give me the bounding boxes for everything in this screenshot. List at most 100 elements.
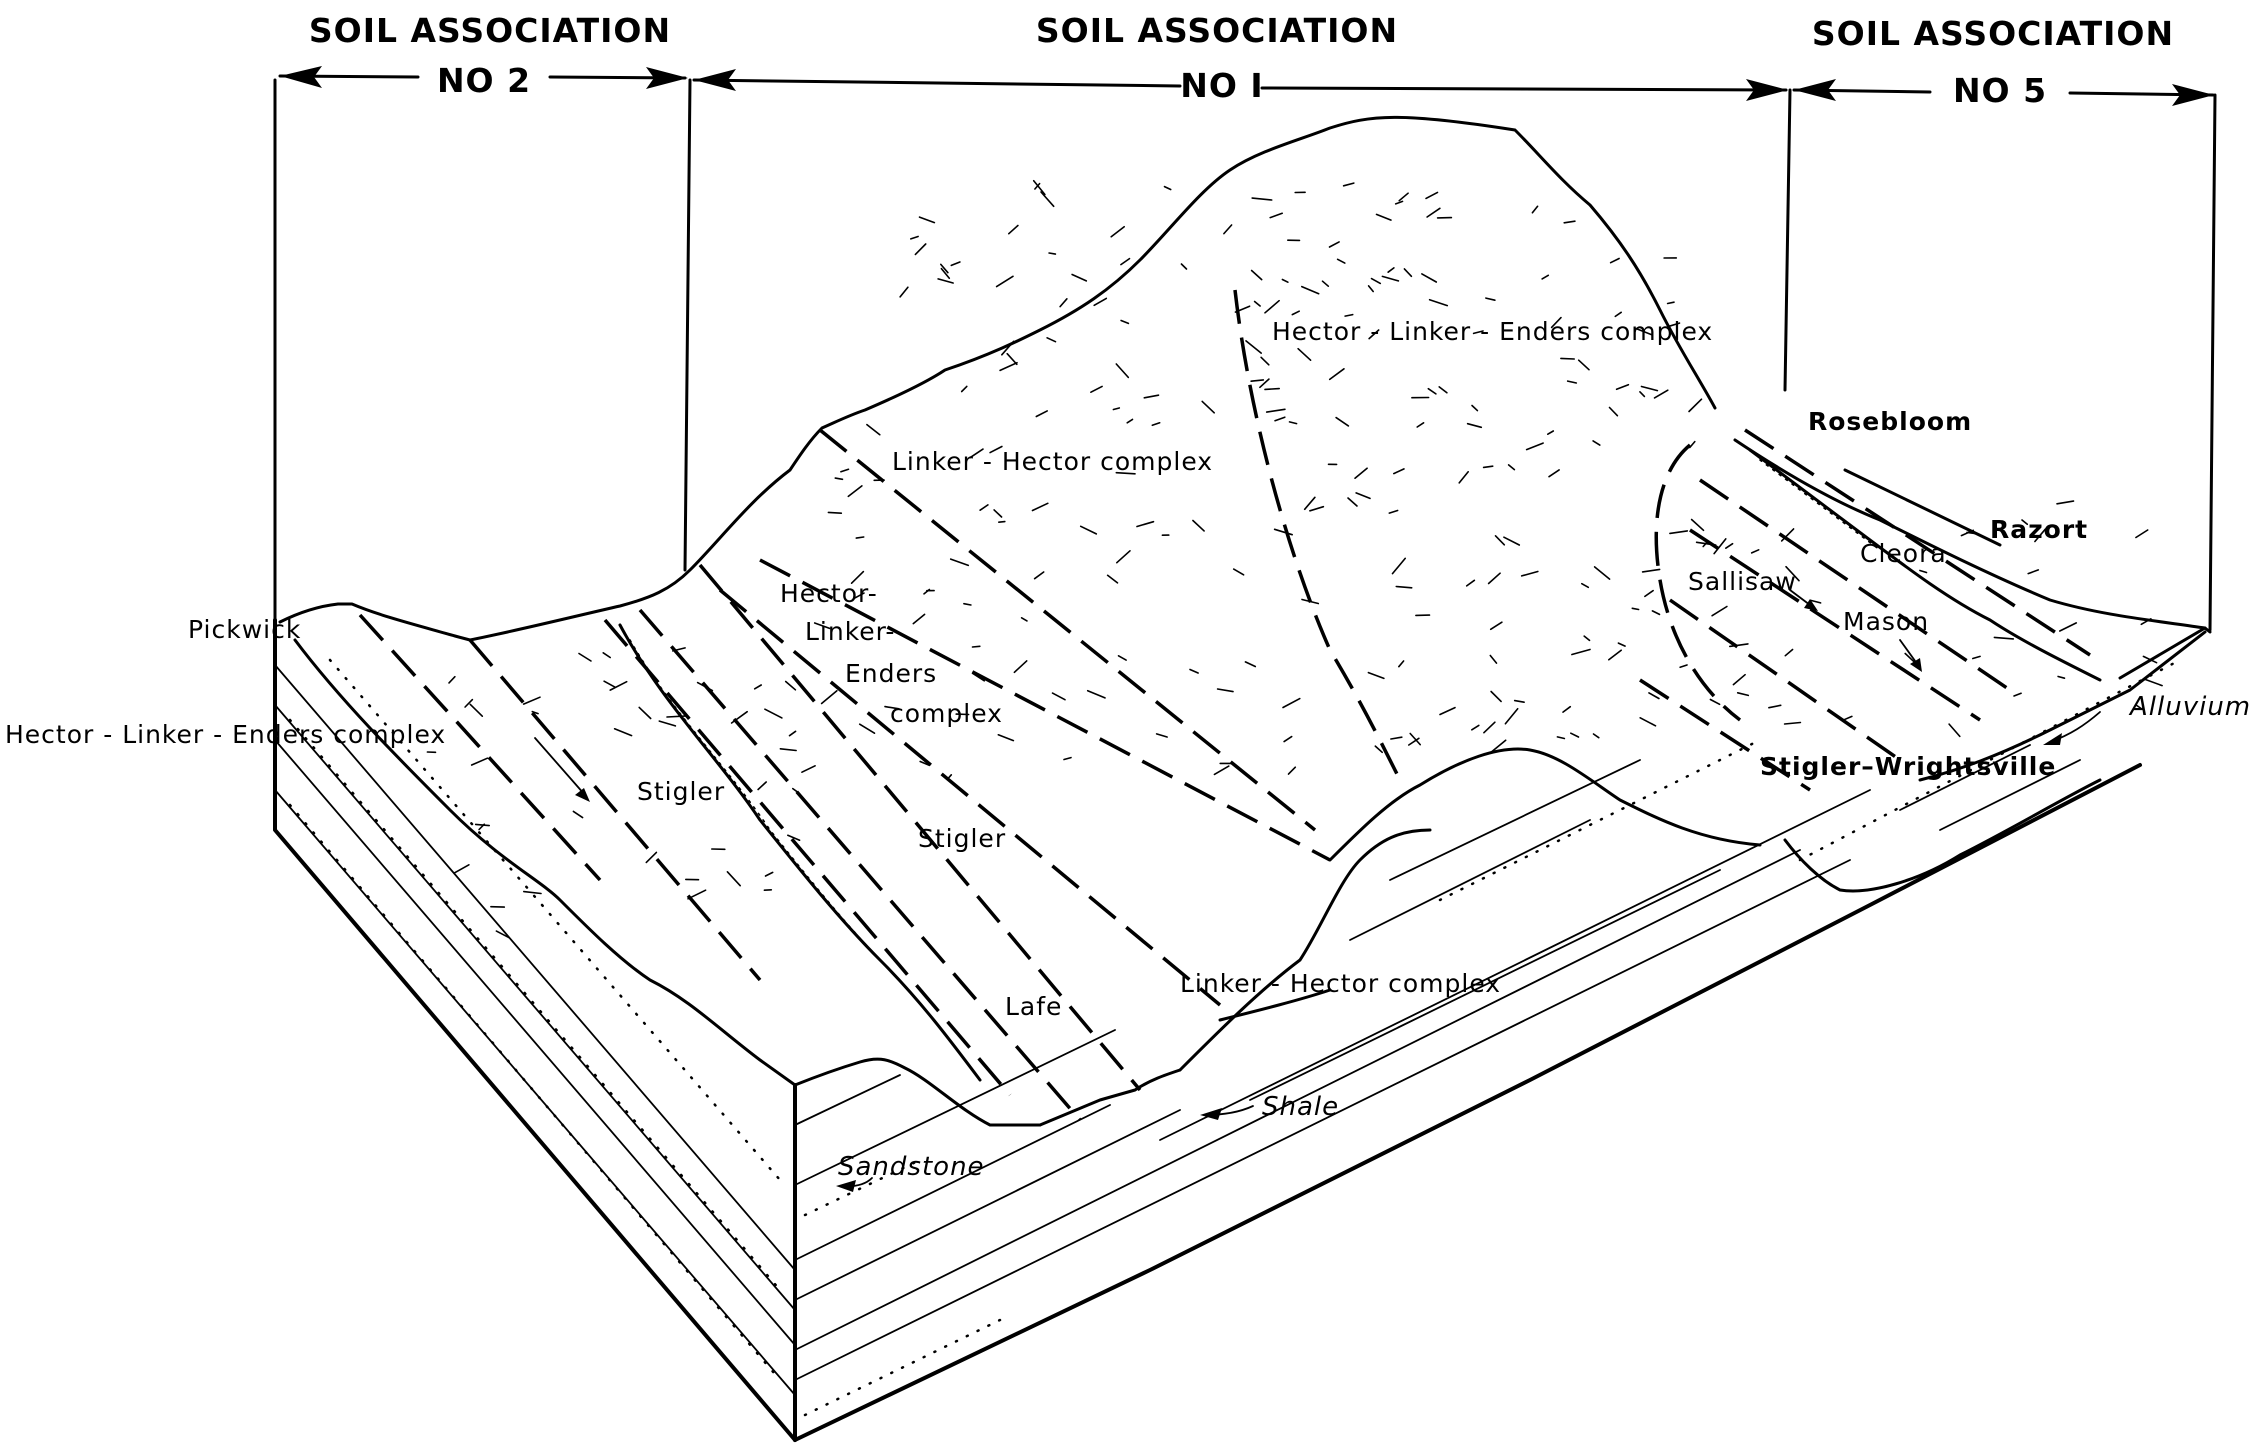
texture-stroke [1639,716,1657,727]
texture-stroke [1006,352,1018,366]
texture-stroke [1641,568,1661,573]
texture-stroke [687,889,707,900]
soil-boundaries [358,289,2091,1122]
texture-stroke [1395,585,1413,589]
texture-stroke [1507,464,1516,471]
pointer-hle-left-head [575,788,590,802]
texture-stroke [1560,357,1575,360]
texture-stroke [1079,525,1098,535]
texture-stroke [1784,648,1794,657]
texture-stroke [1702,540,1709,548]
texture-stroke [1948,723,1961,738]
texture-stroke [1288,421,1298,425]
texture-stroke [1919,569,1928,574]
label-razort: Razort [1990,515,2088,544]
right-knoll-profile [1783,778,2102,893]
boundary-dash-6 [718,588,1222,1007]
texture-stroke [1117,654,1127,661]
texture-stroke [1342,182,1355,187]
texture-stroke [1387,267,1395,274]
surface-texture [426,179,2163,939]
texture-stroke [1394,200,1404,205]
texture-stroke [531,710,539,715]
texture-stroke [1489,654,1498,664]
texture-stroke [645,851,658,864]
boundary-dash-9 [1233,289,1402,781]
texture-stroke [779,747,797,752]
texture-stroke [1421,273,1438,283]
texture-stroke [1368,329,1380,340]
texture-stroke [1483,721,1496,734]
boundary-line-right [2208,93,2217,632]
texture-stroke [909,235,919,240]
boundary-dash-2 [468,638,762,982]
texture-stroke [1328,241,1340,248]
texture-stroke [1556,736,1566,740]
texture-stroke [1438,386,1448,394]
texture-stroke [1000,340,1015,356]
scarp-1 [618,623,982,1082]
texture-stroke [2059,622,2078,632]
texture-stroke [1810,599,1822,604]
texture-stroke [464,698,474,708]
texture-stroke [1110,225,1125,238]
texture-stroke [840,468,850,473]
texture-stroke [2013,692,2022,697]
block-right-end [2118,626,2212,680]
texture-stroke [1732,673,1746,686]
texture-stroke [950,261,961,267]
association-no2-number: NO 2 [437,61,531,100]
texture-stroke [1287,766,1297,775]
front-valley-floor [1038,1068,1182,1127]
texture-stroke [1375,213,1392,221]
texture-stroke [1112,407,1121,411]
texture-stroke [609,680,628,691]
texture-stroke [1409,732,1421,746]
texture-stroke [1033,571,1045,580]
texture-stroke [757,781,768,791]
texture-stroke [989,445,1003,454]
texture-stroke [1426,207,1441,218]
pointer-mason [1899,639,1919,666]
texture-stroke [1562,705,1572,713]
pointer-hle-left [534,737,586,796]
texture-stroke [1032,179,1046,196]
scarp-hatching [618,448,2102,1082]
ridge-front-slope [1178,828,1432,1072]
texture-stroke [2142,655,2158,664]
texture-stroke [1303,496,1316,511]
texture-stroke [1059,297,1068,308]
texture-stroke [1281,278,1289,284]
texture-stroke [1250,269,1263,281]
texture-stroke [1648,692,1660,700]
texture-stroke [937,278,954,284]
bracket-no1-right [1260,86,1788,92]
texture-stroke [1577,359,1590,371]
texture-stroke [1503,536,1521,546]
texture-stroke [1783,721,1802,725]
texture-stroke [820,689,838,705]
boundary-dash-10 [1654,443,1742,722]
boundary-dash-1 [358,613,602,882]
stratum-front-7 [1159,789,1871,1141]
texture-stroke [919,760,930,767]
stratum-front-10 [1389,759,1641,881]
texture-stroke [1785,565,1800,582]
texture-stroke [1669,530,1689,535]
texture-stroke [1155,733,1168,738]
texture-stroke [1471,404,1479,412]
texture-stroke [1690,518,1705,532]
texture-stroke [1264,299,1280,314]
label-hle-mid-2: Linker- [805,617,895,646]
texture-stroke [1631,607,1640,611]
texture-stroke [884,705,900,710]
texture-stroke [1490,739,1507,753]
texture-stroke [1617,642,1626,647]
texture-stroke [1367,285,1374,293]
texture-stroke [1180,263,1188,270]
texture-stroke [971,672,986,682]
association-no1-number: NO I [1180,66,1263,105]
label-hle-mid-4: complex [890,699,1003,728]
stratum-front-2 [794,1029,1116,1186]
texture-stroke [1106,574,1119,584]
